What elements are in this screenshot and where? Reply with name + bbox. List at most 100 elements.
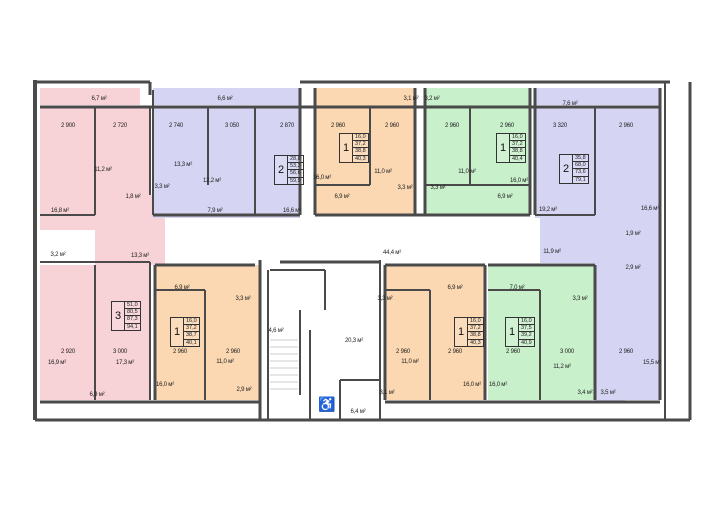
room-count: 2 <box>277 163 285 176</box>
area-value: 16,0 <box>184 318 199 326</box>
room-area-label: 6,9 м² <box>334 194 350 200</box>
room-area-label: 16,0 м² <box>488 382 508 388</box>
room-count: 3 <box>114 309 122 322</box>
room-count: 1 <box>499 141 507 154</box>
room-area-label: 11,2 м² <box>553 364 571 370</box>
room-area-label: 6,9 м² <box>89 392 105 398</box>
room-area-label: 7,0 м² <box>509 285 525 291</box>
room-area-label: 3 000 <box>559 349 575 355</box>
room-area-label: 2 740 <box>168 123 184 129</box>
room-fill <box>370 88 415 215</box>
area-value: 53,3 <box>288 163 303 171</box>
room-area-label: 2 900 <box>60 123 76 129</box>
area-value: 37,2 <box>353 141 368 149</box>
room-area-label: 2 960 <box>172 349 188 355</box>
room-area-label: 13,3 м² <box>130 253 150 259</box>
room-fill <box>470 88 530 215</box>
room-fill <box>155 265 260 400</box>
area-value: 40,9 <box>521 339 532 346</box>
area-value: 37,2 <box>468 325 483 333</box>
room-area-label: 16,6 м² <box>640 206 660 212</box>
room-area-label: 3,2 м² <box>50 252 66 258</box>
room-area-label: 16,0 м² <box>155 382 175 388</box>
area-value: 80,5 <box>125 309 140 317</box>
room-area-label: 16,0 м² <box>509 178 529 184</box>
room-area-label: 6,9 м² <box>174 285 190 291</box>
room-area-label: 2 960 <box>447 349 463 355</box>
room-area-label: 12,2 м² <box>202 178 222 184</box>
room-fill <box>385 265 485 400</box>
area-value: 37,2 <box>510 141 525 149</box>
area-value: 38,8 <box>468 332 483 340</box>
room-area-label: 44,4 м² <box>382 250 402 256</box>
room-area-label: 3 050 <box>224 123 240 129</box>
room-area-label: 19,2 м² <box>538 207 558 213</box>
room-area-label: 16,9 м² <box>47 360 67 366</box>
room-area-label: 16,6 м² <box>282 208 302 214</box>
area-value: 40,3 <box>355 155 366 162</box>
room-area-label: 11,0 м² <box>458 169 476 175</box>
room-area-label: 11,0 м² <box>374 169 392 175</box>
room-area-label: 1,9 м² <box>625 231 641 237</box>
room-fill <box>425 88 470 215</box>
room-area-label: 2,9 м² <box>236 387 252 393</box>
room-count: 1 <box>508 325 516 338</box>
room-fill <box>535 88 660 105</box>
room-area-label: 13,3 м² <box>173 162 193 168</box>
room-fill <box>595 218 660 400</box>
room-count: 1 <box>457 325 465 338</box>
room-area-label: 6,7 м² <box>91 96 107 102</box>
area-value: 39,2 <box>519 332 534 340</box>
room-area-label: 3 000 <box>112 349 128 355</box>
area-value: 16,0 <box>468 318 483 326</box>
room-area-label: 2 960 <box>618 349 634 355</box>
room-area-label: 17,3 м² <box>115 360 135 366</box>
room-area-label: 3 320 <box>552 123 568 129</box>
room-fill <box>315 88 370 215</box>
room-area-label: 2 870 <box>279 123 295 129</box>
area-value: 16,0 <box>510 134 525 142</box>
room-area-label: 11,0 м² <box>216 359 234 365</box>
room-area-label: 2 960 <box>499 123 515 129</box>
room-area-label: 6,9 м² <box>447 285 463 291</box>
room-area-label: 7,9 м² <box>207 208 223 214</box>
room-area-label: 2 960 <box>330 123 346 129</box>
room-area-label: 16,0 м² <box>312 175 332 181</box>
area-value: 51,0 <box>125 302 140 310</box>
area-value: 38,7 <box>184 332 199 340</box>
room-area-label: 11,9 м² <box>543 249 561 255</box>
area-value: 16,0 <box>353 134 368 142</box>
room-area-label: 20,3 м² <box>344 338 364 344</box>
room-area-label: 3,3 м² <box>397 185 413 191</box>
room-area-label: 2 720 <box>112 123 128 129</box>
room-area-label: 2 960 <box>505 349 521 355</box>
room-area-label: 2,9 м² <box>625 265 641 271</box>
room-area-label: 3,2 м² <box>424 96 440 102</box>
room-area-label: 2 960 <box>444 123 460 129</box>
room-area-label: 3,3 м² <box>377 296 393 302</box>
room-area-label: 1,8 м² <box>125 194 141 200</box>
room-area-label: 4,6 м² <box>268 328 284 334</box>
area-value: 38,8 <box>510 148 525 156</box>
room-area-label: 6,9 м² <box>497 194 513 200</box>
room-area-label: 2 960 <box>384 123 400 129</box>
area-value: 28,8 <box>288 156 303 164</box>
room-area-label: 11,2 м² <box>94 167 112 173</box>
area-value: 40,4 <box>512 155 523 162</box>
area-value: 59,9 <box>290 177 301 184</box>
room-area-label: 3,3 м² <box>235 296 251 302</box>
room-area-label: 16,0 м² <box>462 382 482 388</box>
area-value: 87,3 <box>125 316 140 324</box>
room-fill <box>153 108 300 218</box>
area-value: 35,8 <box>573 155 588 163</box>
wheelchair-icon: ♿ <box>318 396 336 412</box>
room-area-label: 3,4 м² <box>577 390 593 396</box>
room-area-label: 2 960 <box>618 123 634 129</box>
room-area-label: 3,5 м² <box>600 390 616 396</box>
room-area-label: 6,6 м² <box>217 96 233 102</box>
